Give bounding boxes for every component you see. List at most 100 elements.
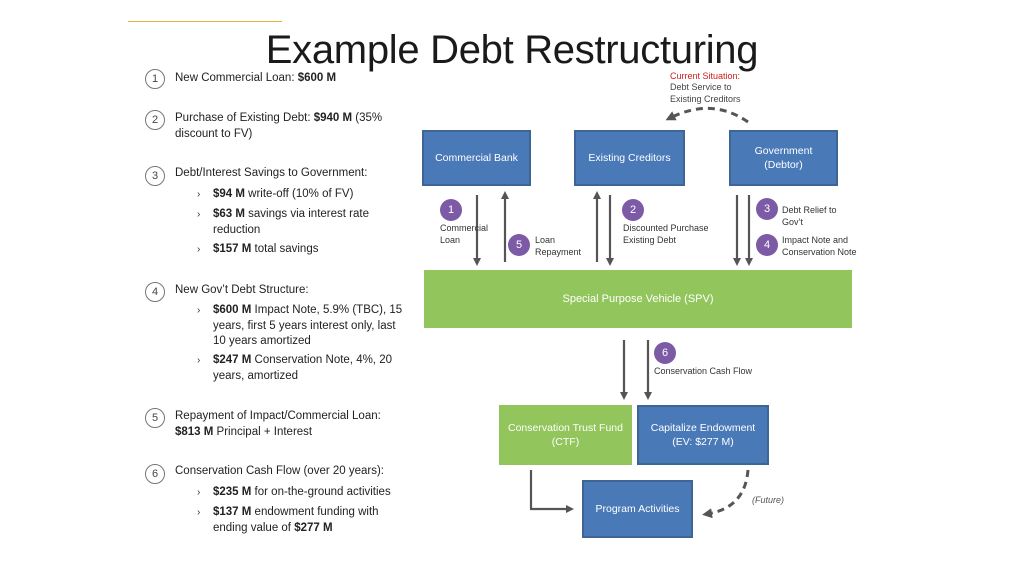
ctf-subtitle: (CTF) xyxy=(551,436,580,448)
impact-note-line1: Impact Note and xyxy=(782,235,849,245)
current-situation-label: Current Situation: xyxy=(670,71,741,81)
debt-relief-line2: Gov’t xyxy=(782,216,804,227)
sub-value-2: $277 M xyxy=(294,521,333,534)
ctf-box: Conservation Trust Fund (CTF) xyxy=(499,405,632,465)
commercial-bank-box: Commercial Bank xyxy=(422,130,531,186)
government-title: Government xyxy=(754,145,813,157)
sub-value: $63 M xyxy=(213,208,245,220)
arrow-current-debt-service xyxy=(665,107,749,124)
list-item-5-line2: $813 M Principal + Interest xyxy=(175,425,381,441)
list-item-5-value: $813 M xyxy=(175,425,214,438)
bullet-chevron-icon: › xyxy=(197,507,201,518)
program-activities-box: Program Activities xyxy=(582,480,693,538)
commercial-loan-line1: Commercial xyxy=(440,223,489,233)
future-label: (Future) xyxy=(752,495,785,505)
list-item-1-text: New Commercial Loan: xyxy=(175,72,298,84)
loan-repayment-label: Loan Repayment xyxy=(535,235,581,258)
bullet-chevron-icon: › xyxy=(197,305,201,316)
ctf-title: Conservation Trust Fund xyxy=(508,422,623,434)
step-badge-6: 6 xyxy=(654,342,676,364)
sub-value: $600 M xyxy=(213,304,252,316)
endowment-subtitle: (EV: $277 M) xyxy=(672,436,734,448)
discounted-purchase-label: Discounted Purchase Existing Debt xyxy=(623,223,709,246)
sub-text-line2: reduction xyxy=(213,223,261,236)
step-badge-4: 4 xyxy=(756,234,778,256)
sub-text: for on-the-ground activities xyxy=(251,486,391,498)
list-number-4: 4 xyxy=(145,282,165,302)
bullet-chevron-icon: › xyxy=(197,244,201,255)
current-situation-line3: Existing Creditors xyxy=(670,93,741,104)
list-item-2-pre: Purchase of Existing Debt: xyxy=(175,112,314,124)
list-item-5: Repayment of Impact/Commercial Loan: $81… xyxy=(175,409,381,440)
list-item-5-line1: Repayment of Impact/Commercial Loan: xyxy=(175,410,381,422)
list-item-6-sub-2: › $137 M endowment funding with ending val… xyxy=(197,505,379,536)
government-box: Government (Debtor) xyxy=(729,130,838,186)
list-item-3: Debt/Interest Savings to Government: xyxy=(175,167,368,179)
bullet-chevron-icon: › xyxy=(197,189,201,200)
list-item-4: New Gov’t Debt Structure: xyxy=(175,284,309,296)
commercial-loan-label: Commercial Loan xyxy=(440,223,488,246)
sub-value: $247 M xyxy=(213,354,252,366)
sub-text: write-off (10% of FV) xyxy=(244,188,354,200)
list-item-2: Purchase of Existing Debt: $940 M (35% d… xyxy=(175,111,382,142)
step-badge-2: 2 xyxy=(622,199,644,221)
endowment-box: Capitalize Endowment (EV: $277 M) xyxy=(637,405,769,465)
sub-text-line2: years, amortized xyxy=(213,369,299,382)
step-badge-3: 3 xyxy=(756,198,778,220)
list-item-1-value: $600 M xyxy=(297,72,337,84)
current-situation-desc: Debt Service to Existing Creditors xyxy=(670,82,741,105)
step-badge-1: 1 xyxy=(440,199,462,221)
list-item-2-value: $940 M xyxy=(313,112,353,124)
list-item-2-post: (35% xyxy=(352,112,383,124)
loan-repayment-line1: Loan xyxy=(535,235,556,245)
list-item-4-sub-1: › $600 M Impact Note, 5.9% (TBC), 15 years… xyxy=(197,303,403,350)
sub-value: $157 M xyxy=(213,243,252,255)
discounted-purchase-line1: Discounted Purchase xyxy=(623,223,709,233)
sub-text-line3: 10 years amortized xyxy=(213,335,311,347)
list-number-2: 2 xyxy=(145,110,165,130)
sub-text: Impact Note, 5.9% (TBC), 15 xyxy=(251,304,403,316)
list-item-1: New Commercial Loan: $600 M xyxy=(175,71,336,87)
current-situation-line2: Debt Service to xyxy=(670,82,732,92)
list-number-5: 5 xyxy=(145,408,165,428)
sub-text: endowment funding with xyxy=(251,506,379,518)
sub-text-line2: ending value of xyxy=(213,521,295,534)
sub-value: $137 M xyxy=(213,506,252,518)
sub-value: $94 M xyxy=(213,188,245,200)
loan-repayment-line2: Repayment xyxy=(535,246,582,257)
page-title: Example Debt Restructuring xyxy=(265,28,759,72)
discounted-purchase-line2: Existing Debt xyxy=(623,234,677,245)
bullet-chevron-icon: › xyxy=(197,487,201,498)
arrow-endowment-future xyxy=(702,469,750,519)
title-accent-rule xyxy=(128,21,282,22)
commercial-loan-line2: Loan xyxy=(440,234,461,245)
list-number-3: 3 xyxy=(145,166,165,186)
list-number-6: 6 xyxy=(145,464,165,484)
bullet-chevron-icon: › xyxy=(197,209,201,220)
list-item-3-sub-1: › $94 M write-off (10% of FV) xyxy=(197,187,354,203)
impact-note-label: Impact Note and Conservation Note xyxy=(782,235,857,258)
sub-value: $235 M xyxy=(213,486,252,498)
sub-text: savings via interest rate xyxy=(244,208,369,220)
debt-relief-label: Debt Relief to Gov’t xyxy=(782,205,837,228)
step-badge-5: 5 xyxy=(508,234,530,256)
list-item-6: Conservation Cash Flow (over 20 years): xyxy=(175,465,384,477)
list-item-6-sub-1: › $235 M for on-the-ground activities xyxy=(197,485,391,501)
list-item-2-line2: discount to FV) xyxy=(175,127,253,140)
endowment-title: Capitalize Endowment xyxy=(650,422,756,434)
list-item-3-sub-3: › $157 M total savings xyxy=(197,242,319,258)
list-item-2-line1: Purchase of Existing Debt: $940 M (35% xyxy=(175,111,382,127)
list-item-5-post: Principal + Interest xyxy=(213,425,313,438)
sub-text: Conservation Note, 4%, 20 xyxy=(251,354,392,366)
government-subtitle: (Debtor) xyxy=(764,159,803,171)
sub-text: total savings xyxy=(251,243,319,255)
arrow-ctf-to-program xyxy=(529,470,574,513)
list-number-1: 1 xyxy=(145,69,165,89)
existing-creditors-box: Existing Creditors xyxy=(574,130,685,186)
impact-note-line2: Conservation Note xyxy=(782,246,857,257)
sub-text-line2: years, first 5 years interest only, last xyxy=(213,319,396,332)
conservation-cash-flow-label: Conservation Cash Flow xyxy=(654,366,753,376)
spv-box: Special Purpose Vehicle (SPV) xyxy=(424,270,852,328)
